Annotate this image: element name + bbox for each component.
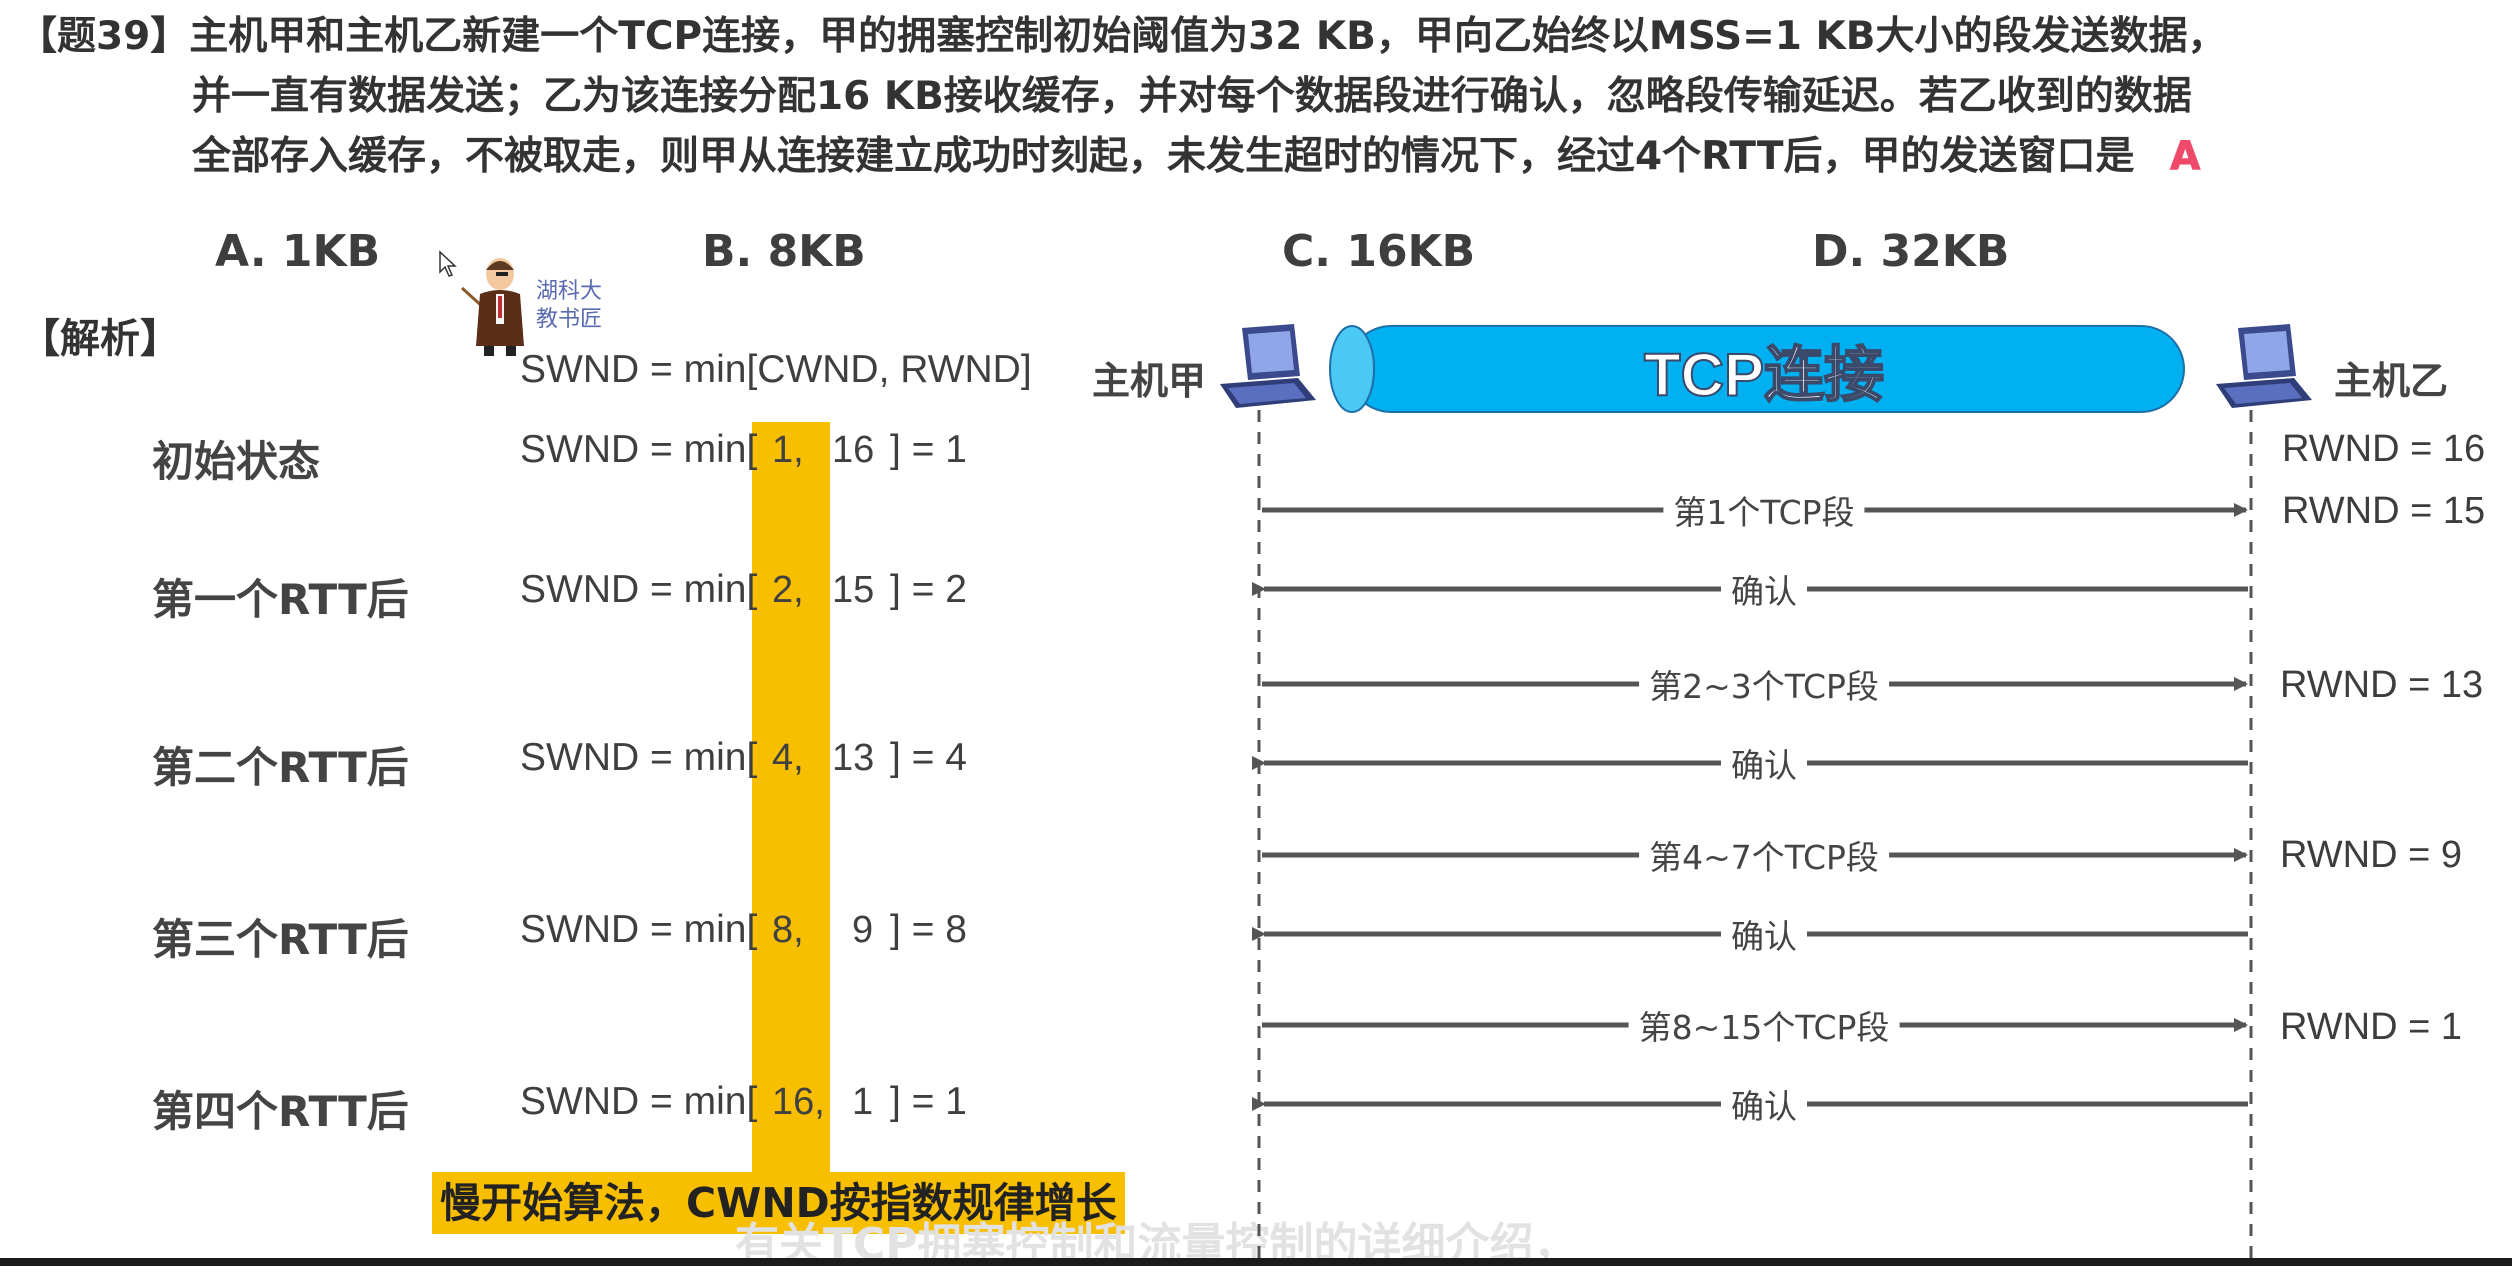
swnd-result-0: ] = 1 (890, 428, 967, 471)
swnd-result-2: ] = 4 (890, 736, 967, 779)
host-a-label: 主机甲 (1092, 359, 1207, 403)
question-line-2: 并一直有数据发送；乙为该连接分配16 KB接收缓存，并对每个数据段进行确认，忽略… (192, 74, 2192, 119)
option-c: C. 16KB (1282, 226, 1476, 277)
cwnd-value-0: 1, (772, 429, 804, 471)
segment-label-2: 第2~3个TCP段 (1639, 660, 1889, 708)
option-a: A. 1KB (215, 226, 381, 277)
answer-mark: A (2170, 134, 2201, 180)
watermark-line-2: 教书匠 (536, 307, 603, 332)
swnd-prefix-4: SWND = min[ (520, 1080, 758, 1123)
segment-label-3: 确认 (1721, 739, 1807, 787)
rwnd-label-2: RWND = 13 (2280, 664, 2484, 706)
rwnd-value-3: 9 (852, 909, 874, 951)
swnd-prefix-2: SWND = min[ (520, 736, 758, 779)
swnd-result-4: ] = 1 (890, 1080, 967, 1123)
swnd-result-1: ] = 2 (890, 568, 967, 611)
row-label-0: 初始状态 (152, 437, 321, 486)
swnd-prefix-3: SWND = min[ (520, 908, 758, 951)
rwnd-label-4: RWND = 1 (2280, 1006, 2462, 1048)
cwnd-value-3: 8, (772, 909, 804, 951)
swnd-prefix-0: SWND = min[ (520, 428, 758, 471)
rwnd-label-0: RWND = 16 (2282, 428, 2486, 470)
watermark-line-1: 湖科大 (536, 279, 603, 304)
rwnd-value-2: 13 (832, 737, 875, 779)
teacher-avatar-icon (460, 258, 524, 356)
segment-label-0: 第1个TCP段 (1663, 486, 1865, 534)
tcp-connection-pipe (1329, 325, 2185, 413)
option-b: B. 8KB (702, 226, 866, 277)
cwnd-value-2: 4, (772, 737, 804, 779)
mouse-cursor-icon (439, 250, 457, 277)
cwnd-highlight-bar (752, 422, 830, 1182)
rwnd-label-1: RWND = 15 (2282, 490, 2486, 532)
computer-icon-host-b (2216, 324, 2312, 408)
question-line-1: 【题39】主机甲和主机乙新建一个TCP连接，甲的拥塞控制初始阈值为32 KB，甲… (18, 14, 2227, 59)
row-label-2: 第二个RTT后 (152, 743, 409, 792)
segment-label-4: 第4~7个TCP段 (1639, 831, 1889, 879)
swnd-result-3: ] = 8 (890, 908, 967, 951)
cwnd-value-1: 2, (772, 569, 804, 611)
tcp-connection-label: TCP连接 (1643, 341, 1885, 410)
question-line-3: 全部存入缓存，不被取走，则甲从连接建立成功时刻起，未发生超时的情况下，经过4个R… (192, 128, 2201, 186)
analysis-label: 【解析】 (20, 316, 180, 362)
segment-label-6: 第8~15个TCP段 (1628, 1001, 1900, 1049)
slow-start-caption: 慢开始算法，CWND按指数规律增长 (432, 1172, 1125, 1234)
watermark: 湖科大 教书匠 (536, 278, 602, 334)
question-line-3-text: 全部存入缓存，不被取走，则甲从连接建立成功时刻起，未发生超时的情况下，经过4个R… (192, 134, 2135, 179)
rwnd-value-0: 16 (832, 429, 875, 471)
rwnd-label-3: RWND = 9 (2280, 834, 2462, 876)
row-label-4: 第四个RTT后 (152, 1087, 409, 1136)
segment-label-1: 确认 (1721, 565, 1807, 613)
rwnd-value-1: 15 (832, 569, 875, 611)
row-label-3: 第三个RTT后 (152, 915, 409, 964)
segment-label-5: 确认 (1721, 910, 1807, 958)
row-label-1: 第一个RTT后 (152, 575, 409, 624)
cwnd-value-4: 16, (772, 1081, 825, 1123)
host-b-label: 主机乙 (2334, 359, 2449, 403)
rwnd-value-4: 1 (852, 1081, 874, 1123)
swnd-prefix-1: SWND = min[ (520, 568, 758, 611)
option-d: D. 32KB (1812, 226, 2010, 277)
formula-header: SWND = min[CWND, RWND] (520, 348, 1032, 391)
computer-icon-host-a (1220, 324, 1316, 408)
segment-label-7: 确认 (1721, 1080, 1807, 1128)
bottom-frame-line (0, 1258, 2512, 1266)
